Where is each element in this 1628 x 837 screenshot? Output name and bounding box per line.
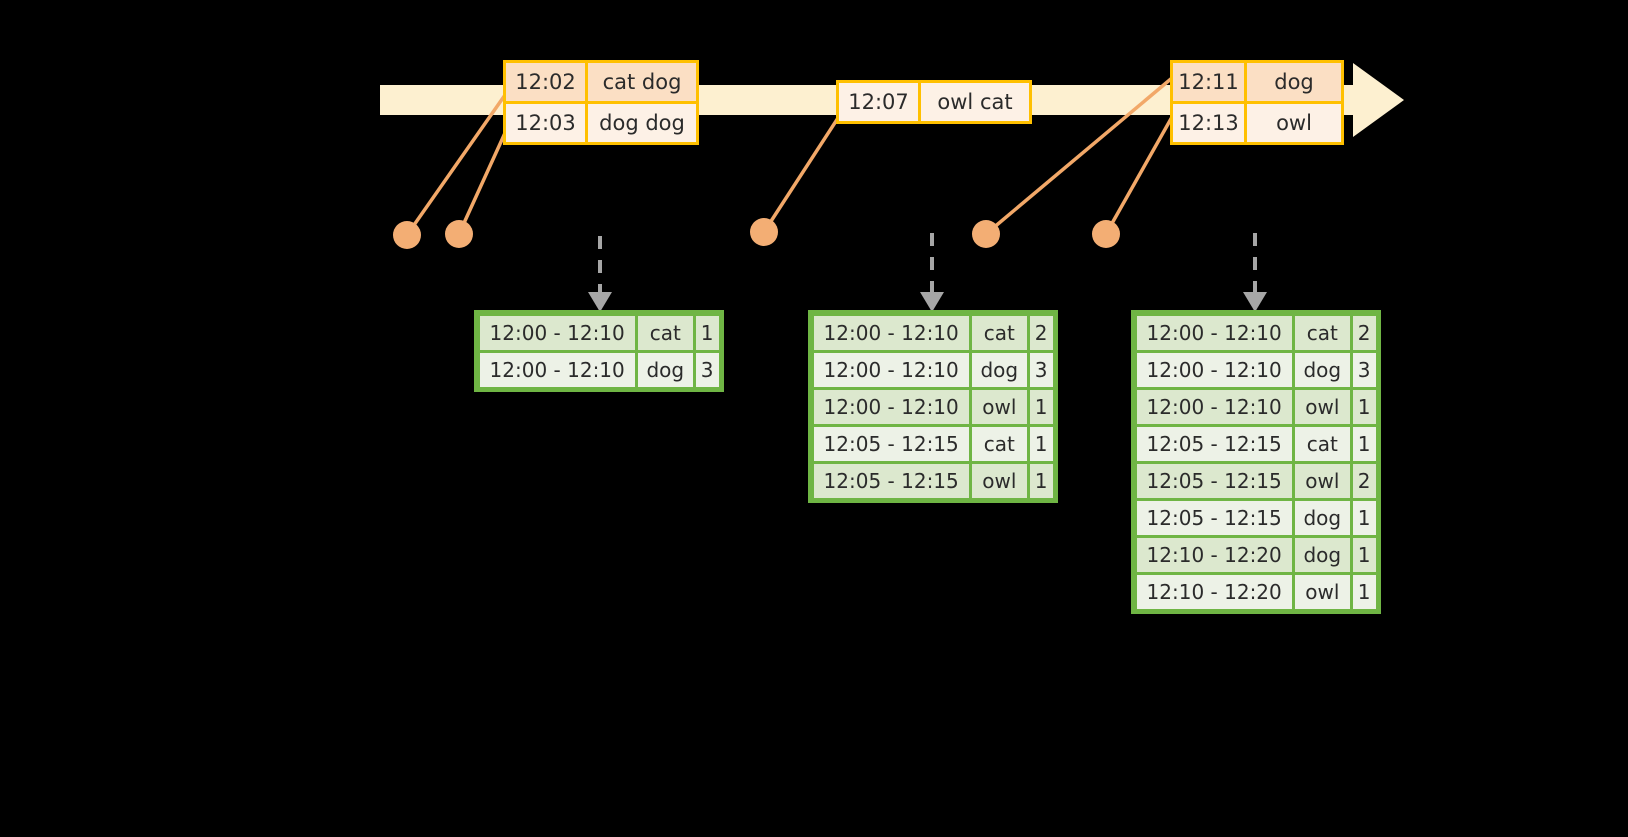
cell-count: 1 — [1352, 500, 1376, 535]
dashed-arrow-head-2 — [920, 292, 944, 312]
cell-word: owl — [971, 389, 1027, 424]
cell-window: 12:05 - 12:15 — [1136, 463, 1292, 498]
connector-line-5 — [1104, 116, 1174, 235]
cell-window: 12:05 - 12:15 — [1136, 500, 1292, 535]
event-group-3[interactable]: 12:11 dog 12:13 owl — [1170, 60, 1344, 145]
connector-line-2 — [457, 132, 507, 235]
dashed-arrow-head-1 — [588, 292, 612, 312]
cell-count: 1 — [1352, 574, 1376, 609]
cell-count: 2 — [1352, 315, 1376, 350]
event-group-1[interactable]: 12:02 cat dog 12:03 dog dog — [503, 60, 699, 145]
dashed-arrow-head-3 — [1243, 292, 1267, 312]
event-words: dog — [1247, 63, 1341, 101]
cell-count: 2 — [1352, 463, 1376, 498]
event-dot-1 — [393, 221, 421, 249]
event-words: cat dog — [588, 63, 696, 101]
event-group-2[interactable]: 12:07 owl cat — [836, 80, 1032, 124]
cell-word: dog — [637, 352, 693, 387]
event-words: owl cat — [921, 83, 1029, 121]
cell-window: 12:00 - 12:10 — [813, 352, 969, 387]
cell-count: 1 — [695, 315, 719, 350]
cell-word: dog — [1294, 537, 1350, 572]
cell-count: 2 — [1029, 315, 1053, 350]
cell-count: 1 — [1029, 389, 1053, 424]
event-words: dog dog — [588, 104, 696, 142]
event-words: owl — [1247, 104, 1341, 142]
cell-word: owl — [1294, 389, 1350, 424]
event-time: 12:07 — [839, 83, 921, 121]
cell-window: 12:00 - 12:10 — [813, 389, 969, 424]
cell-word: owl — [1294, 574, 1350, 609]
cell-count: 1 — [1352, 426, 1376, 461]
cell-window: 12:00 - 12:10 — [1136, 352, 1292, 387]
cell-window: 12:05 - 12:15 — [813, 426, 969, 461]
cell-count: 1 — [1029, 426, 1053, 461]
connector-line-1 — [405, 93, 507, 237]
cell-word: cat — [971, 426, 1027, 461]
cell-count: 3 — [1352, 352, 1376, 387]
cell-count: 1 — [1029, 463, 1053, 498]
cell-window: 12:00 - 12:10 — [1136, 315, 1292, 350]
cell-count: 3 — [695, 352, 719, 387]
cell-window: 12:05 - 12:15 — [813, 463, 969, 498]
event-row[interactable]: 12:11 dog — [1173, 63, 1341, 101]
cell-window: 12:00 - 12:10 — [1136, 389, 1292, 424]
event-time: 12:11 — [1173, 63, 1247, 101]
cell-word: cat — [637, 315, 693, 350]
cell-word: cat — [1294, 315, 1350, 350]
cell-count: 3 — [1029, 352, 1053, 387]
event-time: 12:02 — [506, 63, 588, 101]
cell-count: 1 — [1352, 537, 1376, 572]
event-dot-2 — [445, 220, 473, 248]
event-dot-3 — [750, 218, 778, 246]
cell-word: cat — [971, 315, 1027, 350]
cell-window: 12:10 - 12:20 — [1136, 574, 1292, 609]
cell-word: owl — [971, 463, 1027, 498]
cell-window: 12:00 - 12:10 — [813, 315, 969, 350]
event-dot-5 — [1092, 220, 1120, 248]
event-row[interactable]: 12:13 owl — [1173, 101, 1341, 142]
event-time: 12:03 — [506, 104, 588, 142]
cell-word: cat — [1294, 426, 1350, 461]
event-dot-4 — [972, 220, 1000, 248]
event-time: 12:13 — [1173, 104, 1247, 142]
cell-word: dog — [1294, 352, 1350, 387]
event-row[interactable]: 12:02 cat dog — [506, 63, 696, 101]
event-row[interactable]: 12:03 dog dog — [506, 101, 696, 142]
cell-word: owl — [1294, 463, 1350, 498]
cell-word: dog — [971, 352, 1027, 387]
cell-count: 1 — [1352, 389, 1376, 424]
cell-word: dog — [1294, 500, 1350, 535]
event-row[interactable]: 12:07 owl cat — [839, 83, 1029, 121]
connector-line-3 — [762, 117, 840, 233]
cell-window: 12:00 - 12:10 — [479, 352, 635, 387]
cell-window: 12:05 - 12:15 — [1136, 426, 1292, 461]
cell-window: 12:10 - 12:20 — [1136, 537, 1292, 572]
cell-window: 12:00 - 12:10 — [479, 315, 635, 350]
